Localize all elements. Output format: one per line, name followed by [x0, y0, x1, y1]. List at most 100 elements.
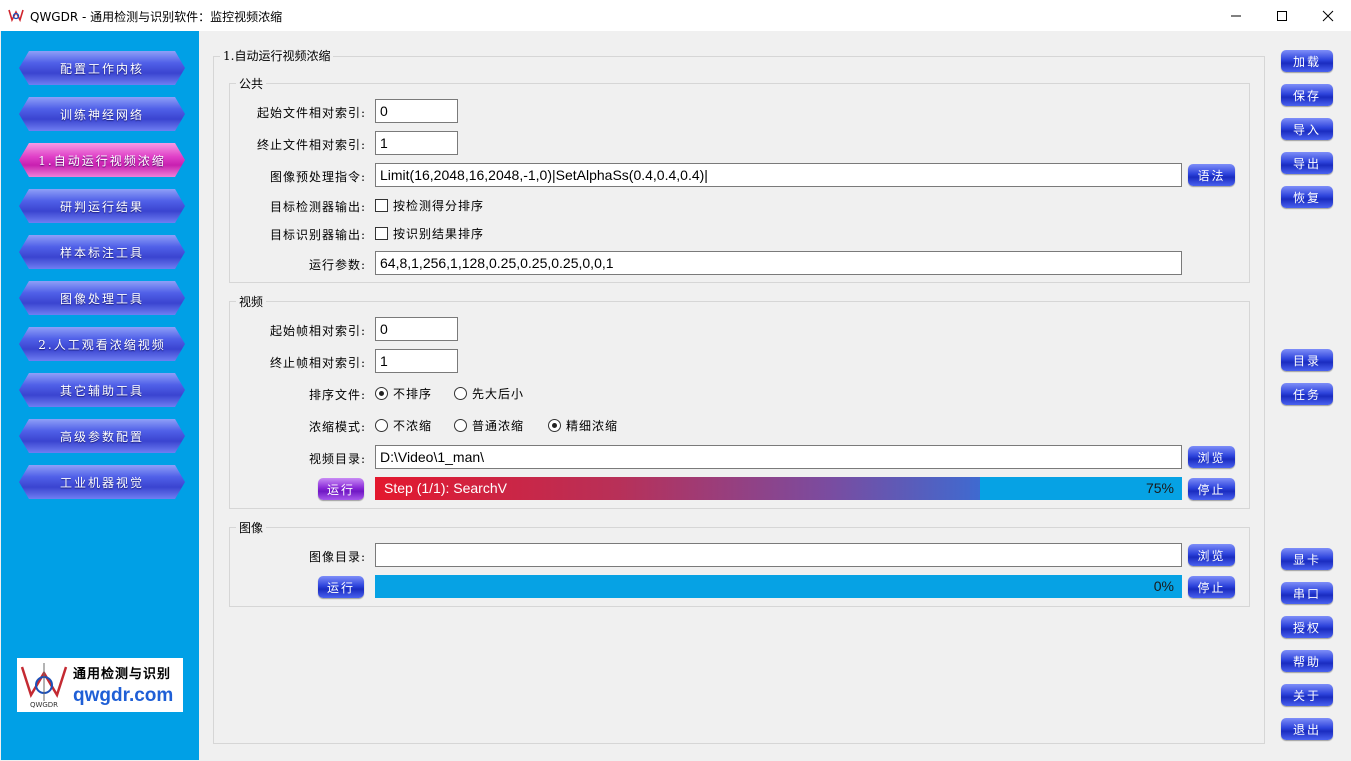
license-button[interactable]: 授权 [1281, 616, 1333, 638]
video-run-button[interactable]: 运行 [318, 478, 364, 500]
image-browse-button[interactable]: 浏览 [1188, 544, 1235, 566]
serial-port-button[interactable]: 串口 [1281, 582, 1333, 604]
maximize-button[interactable] [1259, 0, 1305, 31]
nav-image-tools[interactable]: 图像处理工具 [19, 281, 185, 315]
radio-dot[interactable] [454, 387, 467, 400]
radio-dot[interactable] [375, 419, 388, 432]
sort-by-recognition-checkbox[interactable]: 按识别结果排序 [375, 225, 484, 242]
nav-train-network[interactable]: 训练神经网络 [19, 97, 185, 131]
logo-mark-text: QWGDR [30, 701, 58, 709]
radio-dot[interactable] [375, 387, 388, 400]
nav-review-results[interactable]: 研判运行结果 [19, 189, 185, 223]
video-dir-input[interactable]: D:\Video\1_man\ [375, 445, 1182, 469]
task-button[interactable]: 任务 [1281, 383, 1333, 405]
radio-dot[interactable] [548, 419, 561, 432]
main-group [213, 56, 1265, 744]
nav-config-kernel[interactable]: 配置工作内核 [19, 51, 185, 85]
logo-brand-cn: 通用检测与识别 [73, 667, 172, 682]
nav-machine-vision[interactable]: 工业机器视觉 [19, 465, 185, 499]
video-progress-bar: Step (1/1): SearchV 75% [375, 477, 1182, 500]
directory-button[interactable]: 目录 [1281, 349, 1333, 371]
sort-large-first-radio[interactable]: 先大后小 [454, 385, 524, 402]
image-legend: 图像 [236, 519, 267, 536]
image-progress-bar: 0% [375, 575, 1182, 598]
minimize-icon [1231, 15, 1241, 16]
sort-large-first-label: 先大后小 [472, 387, 525, 401]
mode-fine-radio[interactable]: 精细浓缩 [548, 417, 618, 434]
nav-auto-condense[interactable]: 1.自动运行视频浓缩 [19, 143, 185, 177]
run-params-input[interactable]: 64,8,1,256,1,128,0.25,0.25,0.25,0,0,1 [375, 251, 1182, 275]
video-progress-percent: 75% [1145, 480, 1174, 496]
start-frame-label: 起始帧相对索引: [269, 324, 366, 338]
nav-label: 训练神经网络 [59, 107, 144, 122]
sort-file-label: 排序文件: [308, 388, 366, 402]
image-dir-label: 图像目录: [308, 550, 366, 564]
video-group [229, 301, 1250, 509]
mode-none-label: 不浓缩 [393, 419, 433, 433]
radio-dot[interactable] [454, 419, 467, 432]
nav-other-tools[interactable]: 其它辅助工具 [19, 373, 185, 407]
nav-label: 其它辅助工具 [59, 383, 144, 398]
nav-advanced-config[interactable]: 高级参数配置 [19, 419, 185, 453]
mode-none-radio[interactable]: 不浓缩 [375, 417, 432, 434]
about-button[interactable]: 关于 [1281, 684, 1333, 706]
checkbox-box[interactable] [375, 199, 388, 212]
window-title: QWGDR - 通用检测与识别软件：监控视频浓缩 [30, 10, 283, 24]
preprocess-input[interactable]: Limit(16,2048,16,2048,-1,0)|SetAlphaSs(0… [375, 163, 1182, 187]
sort-none-radio[interactable]: 不排序 [375, 385, 432, 402]
run-params-label: 运行参数: [308, 258, 366, 272]
gpu-button[interactable]: 显卡 [1281, 548, 1333, 570]
video-browse-button[interactable]: 浏览 [1188, 446, 1235, 468]
export-button[interactable]: 导出 [1281, 152, 1333, 174]
image-run-button[interactable]: 运行 [318, 576, 364, 598]
nav-label: 2.人工观看浓缩视频 [38, 337, 166, 352]
mode-normal-radio[interactable]: 普通浓缩 [454, 417, 524, 434]
exit-button[interactable]: 退出 [1281, 718, 1333, 740]
restore-button[interactable]: 恢复 [1281, 186, 1333, 208]
nav-manual-view[interactable]: 2.人工观看浓缩视频 [19, 327, 185, 361]
nav-sample-annotation[interactable]: 样本标注工具 [19, 235, 185, 269]
nav-label: 高级参数配置 [59, 429, 144, 444]
load-button[interactable]: 加载 [1281, 50, 1333, 72]
close-button[interactable] [1305, 0, 1351, 31]
brand-logo: QWGDR 通用检测与识别 qwgdr.com [17, 658, 183, 712]
minimize-button[interactable] [1213, 0, 1259, 31]
common-group [229, 83, 1250, 283]
end-file-input[interactable]: 1 [375, 131, 458, 155]
end-frame-label: 终止帧相对索引: [269, 356, 366, 370]
sidebar: 配置工作内核 训练神经网络 1.自动运行视频浓缩 研判运行结果 样本标注工具 图… [1, 31, 199, 760]
video-stop-button[interactable]: 停止 [1188, 478, 1235, 500]
start-file-input[interactable]: 0 [375, 99, 458, 123]
detector-output-label: 目标检测器输出: [269, 200, 366, 214]
syntax-button[interactable]: 语法 [1188, 164, 1235, 186]
nav-label: 样本标注工具 [59, 245, 144, 260]
sort-by-score-checkbox[interactable]: 按检测得分排序 [375, 197, 484, 214]
title-bar: QWGDR - 通用检测与识别软件：监控视频浓缩 [0, 0, 1351, 31]
start-frame-input[interactable]: 0 [375, 317, 458, 341]
sort-none-label: 不排序 [393, 387, 433, 401]
end-frame-input[interactable]: 1 [375, 349, 458, 373]
nav-label: 配置工作内核 [59, 61, 144, 76]
nav-label: 1.自动运行视频浓缩 [38, 153, 166, 168]
recognizer-output-label: 目标识别器输出: [269, 228, 366, 242]
image-stop-button[interactable]: 停止 [1188, 576, 1235, 598]
video-dir-label: 视频目录: [308, 452, 366, 466]
common-legend: 公共 [236, 75, 267, 92]
qwgdr-logo-icon: QWGDR [20, 663, 68, 709]
save-button[interactable]: 保存 [1281, 84, 1333, 106]
condense-mode-label: 浓缩模式: [308, 420, 366, 434]
nav-label: 研判运行结果 [59, 199, 144, 214]
checkbox-box[interactable] [375, 227, 388, 240]
video-progress-text: Step (1/1): SearchV [384, 480, 507, 496]
image-group [229, 527, 1250, 607]
logo-brand-url: qwgdr.com [73, 685, 174, 706]
nav-label: 工业机器视觉 [59, 475, 144, 490]
end-file-label: 终止文件相对索引: [256, 138, 366, 152]
help-button[interactable]: 帮助 [1281, 650, 1333, 672]
start-file-label: 起始文件相对索引: [256, 106, 366, 120]
image-progress-percent: 0% [1153, 578, 1174, 594]
image-dir-input[interactable] [375, 543, 1182, 567]
page-title: 1.自动运行视频浓缩 [220, 47, 334, 64]
sort-by-score-label: 按检测得分排序 [393, 199, 485, 213]
import-button[interactable]: 导入 [1281, 118, 1333, 140]
